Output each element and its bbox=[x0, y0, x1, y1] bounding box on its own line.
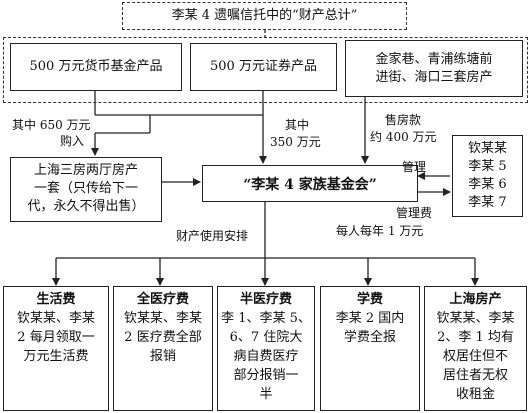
manager-item: 钦某某 bbox=[467, 141, 507, 156]
use-line: 报销 bbox=[149, 349, 176, 364]
use-line: 半 bbox=[259, 387, 273, 402]
sale-label-1: 售房款 bbox=[385, 113, 422, 127]
use-line: 权居住但不 bbox=[442, 349, 508, 364]
use-line: 2 每月领取一 bbox=[17, 330, 95, 345]
sale-label-2: 约 400 万元 bbox=[370, 130, 437, 144]
use-line: 部分报销一 bbox=[233, 368, 299, 383]
use-line: 病自费医疗 bbox=[233, 349, 299, 364]
manager-item: 李某 5 bbox=[468, 159, 507, 174]
title-box: 李某 4 遗嘱信托中的“财产总计” bbox=[122, 2, 407, 30]
use-line: 钦某某、李某 bbox=[123, 311, 202, 326]
buy-label-1: 其中 650 万元 bbox=[12, 118, 91, 132]
shanghai-house-line-1: 上海三房两厅房产 bbox=[33, 163, 138, 178]
use-line: 2、李 1 均有 bbox=[437, 330, 514, 345]
use-head: 上海房产 bbox=[449, 292, 502, 307]
use-line: 钦某某、李某 bbox=[16, 311, 95, 326]
manager-item: 李某 7 bbox=[468, 195, 507, 210]
securities-box: 500 万元证券产品 bbox=[190, 43, 337, 91]
use-line: 2 医疗费全部 bbox=[124, 330, 202, 345]
buy-label-2: 购入 bbox=[60, 134, 85, 148]
fee-label-2: 每人每年 1 万元 bbox=[336, 224, 424, 238]
mid-label-1: 其中 bbox=[285, 118, 310, 132]
property-line-1: 金家巷、青浦练塘前 bbox=[375, 51, 493, 67]
securities-label: 500 万元证券产品 bbox=[210, 59, 317, 74]
property-line-2: 进街、海口三套房产 bbox=[375, 69, 493, 85]
use-head: 学费 bbox=[356, 292, 383, 307]
use-head: 全医疗费 bbox=[136, 292, 189, 307]
manager-item: 李某 6 bbox=[468, 177, 507, 192]
shanghai-house-line-3: 代，永久不得出售） bbox=[27, 199, 145, 214]
money-fund-box: 500 万元货币基金产品 bbox=[10, 43, 182, 91]
use-line: 万元生活费 bbox=[23, 349, 89, 364]
money-fund-label: 500 万元货币基金产品 bbox=[29, 59, 163, 74]
use-line: 收租金 bbox=[455, 387, 495, 402]
use-box-tuition: 学费 李某 2 国内 学费全报 bbox=[320, 286, 420, 411]
usage-label: 财产使用安排 bbox=[176, 229, 249, 243]
property-box: 金家巷、青浦练塘前 进街、海口三套房产 bbox=[345, 40, 523, 97]
use-head: 半医疗费 bbox=[239, 292, 292, 307]
shanghai-house-line-2: 一套（只传给下一 bbox=[33, 181, 138, 196]
use-box-living: 生活费 钦某某、李某 2 每月领取一 万元生活费 bbox=[3, 286, 109, 411]
use-line: 李某 2 国内 bbox=[335, 311, 405, 326]
use-box-full-medical: 全医疗费 钦某某、李某 2 医疗费全部 报销 bbox=[113, 286, 213, 411]
foundation-box: “李某 4 家族基金会” bbox=[202, 165, 418, 202]
use-line: 居住者无权 bbox=[442, 368, 508, 383]
mid-label-2: 350 万元 bbox=[270, 135, 321, 149]
managers-box: 钦某某 李某 5 李某 6 李某 7 bbox=[452, 135, 523, 217]
diagram-title: 李某 4 遗嘱信托中的“财产总计” bbox=[171, 8, 358, 23]
use-head: 生活费 bbox=[36, 292, 76, 307]
use-box-shanghai-property: 上海房产 钦某某、李某 2、李 1 均有 权居住但不 居住者无权 收租金 bbox=[424, 286, 527, 411]
asset-group bbox=[3, 37, 528, 103]
fee-label-1: 管理费 bbox=[396, 206, 433, 220]
foundation-label: “李某 4 家族基金会” bbox=[243, 176, 377, 193]
use-line: 钦某某、李某 bbox=[436, 311, 515, 326]
use-box-half-medical: 半医疗费 李 1、李某 5、 6、7 住院大 病自费医疗 部分报销一 半 bbox=[217, 286, 315, 411]
manage-label: 管理 bbox=[402, 160, 427, 174]
use-line: 学费全报 bbox=[343, 330, 396, 345]
use-line: 李 1、李某 5、 bbox=[221, 311, 311, 326]
shanghai-house-box: 上海三房两厅房产 一套（只传给下一 代，永久不得出售） bbox=[10, 157, 162, 222]
use-line: 6、7 住院大 bbox=[229, 330, 303, 345]
